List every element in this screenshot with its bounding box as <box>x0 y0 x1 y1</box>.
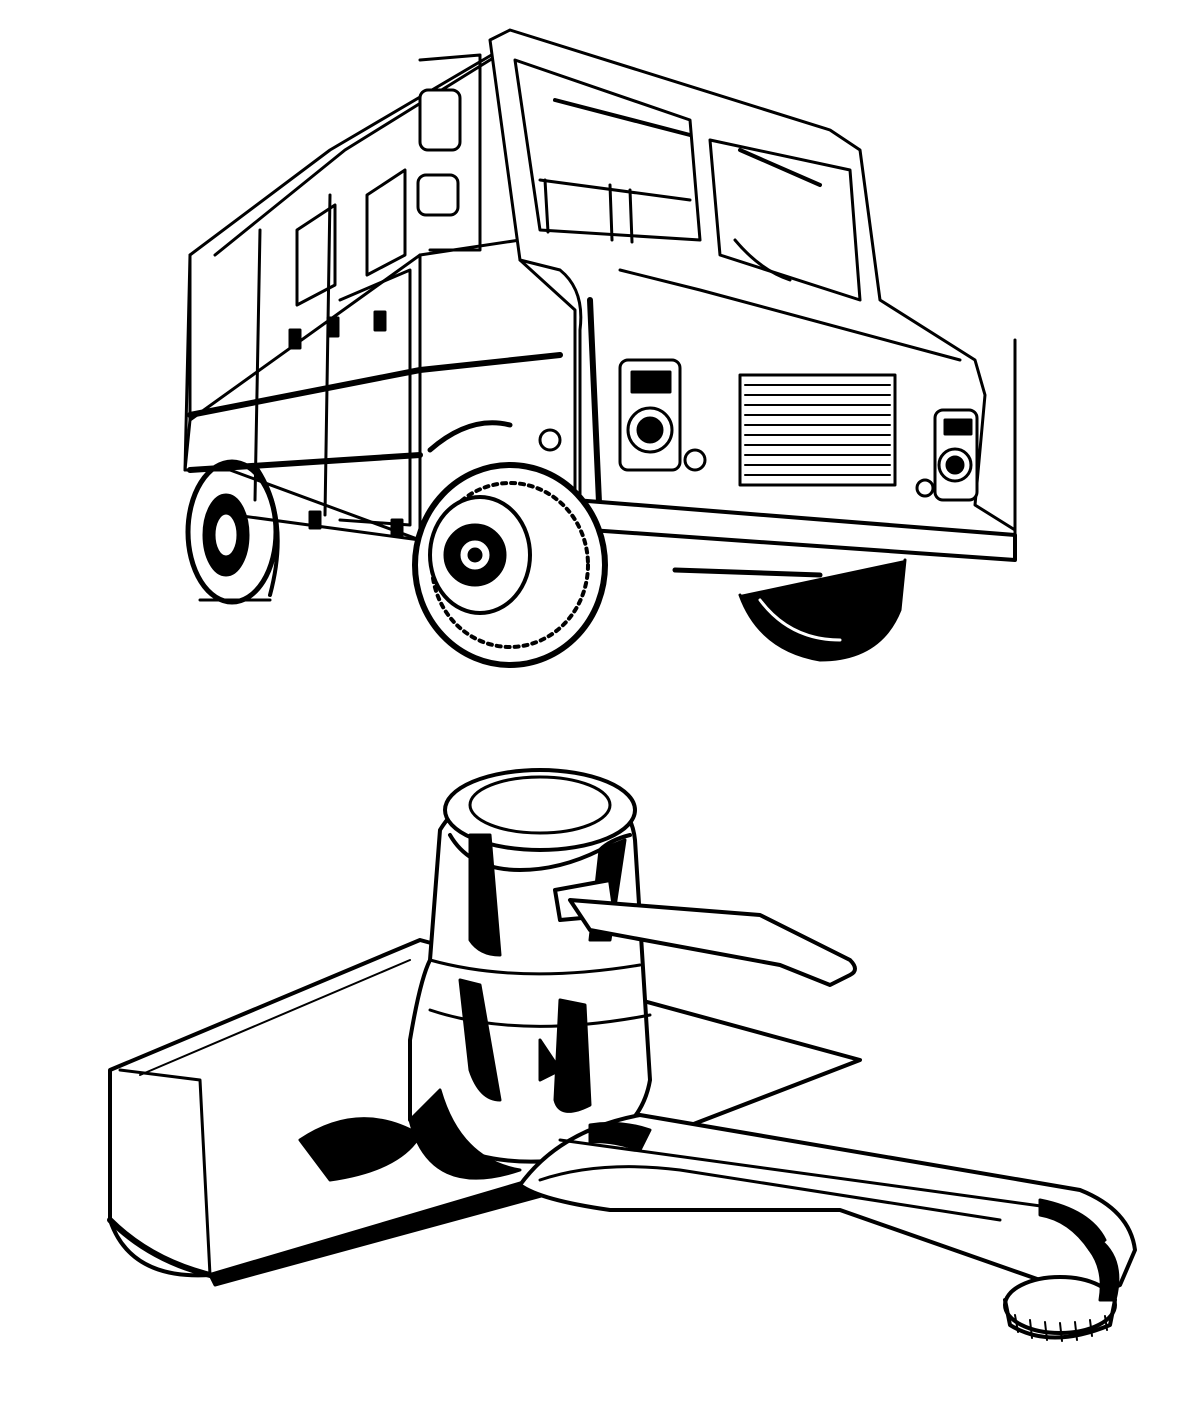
cab <box>416 28 1017 578</box>
faucet-spout <box>518 1113 1137 1342</box>
front-left-wheel <box>412 420 608 668</box>
delivery-truck-illustration <box>0 0 1200 690</box>
right-front-wheel <box>738 558 907 662</box>
single-lever-faucet-icon <box>107 768 1137 1342</box>
faucet-lever[interactable] <box>553 878 857 987</box>
faucet-body <box>408 768 652 1180</box>
faucet-illustration <box>0 740 1200 1400</box>
delivery-truck-icon <box>183 28 1017 668</box>
